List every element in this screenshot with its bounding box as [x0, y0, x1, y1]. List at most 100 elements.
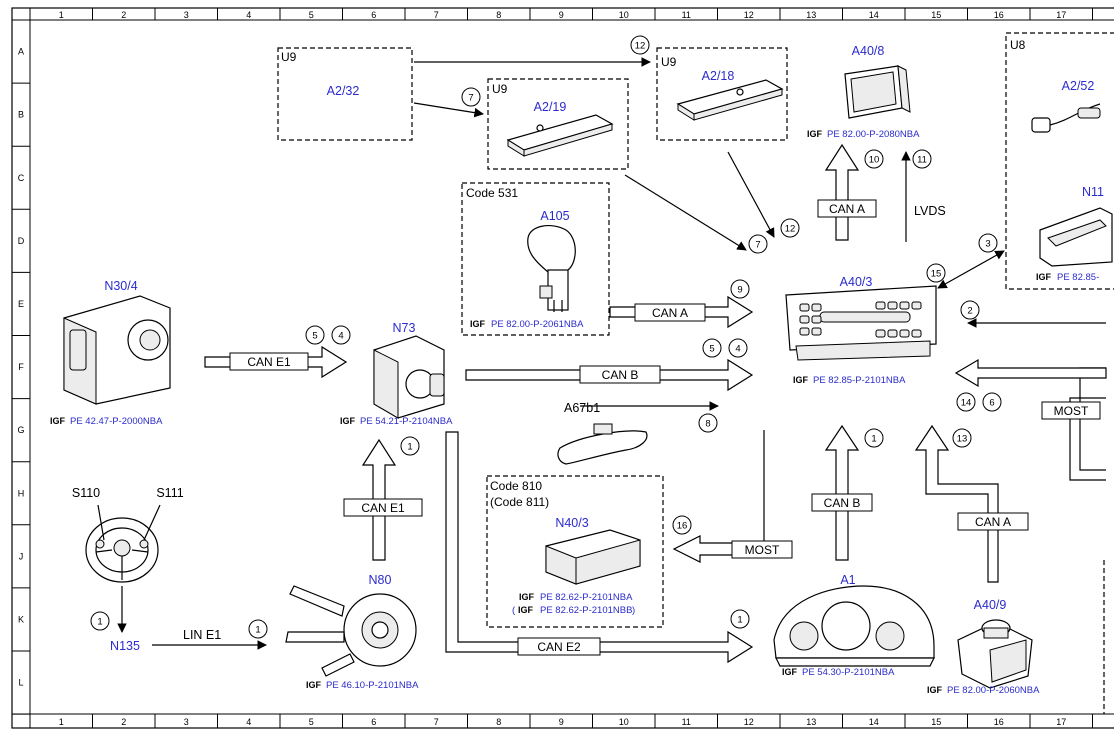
steering-wheel-drawing: [85, 504, 161, 583]
headunit-button: [811, 327, 822, 336]
callout-circle: [728, 338, 748, 358]
row-label: B: [18, 110, 24, 120]
callout-number: 1: [407, 442, 412, 453]
column-label-bottom: 13: [806, 717, 816, 727]
callout-number: 1: [255, 625, 260, 636]
a1-cluster-drawing: [773, 585, 935, 667]
ref-mark-a1: IGF: [782, 667, 798, 677]
block-label-u9-right: U9: [661, 55, 677, 69]
bus-label-can-a-mid: CAN A: [652, 306, 688, 320]
callout-circle: [912, 149, 932, 169]
ref-mark-a105: IGF: [470, 319, 486, 329]
n80-module-drawing: [285, 585, 417, 677]
ref-n40-3-b: PE 82.62-P-2101NBB: [540, 605, 632, 616]
ref-mark-n11: IGF: [1036, 272, 1052, 282]
ref-mark-a40-3: IGF: [793, 375, 809, 385]
callout-number: 13: [957, 434, 968, 445]
reference-labels: IGF PE 82.00-P-2080NBA IGF PE 82.00-P-20…: [50, 129, 1099, 696]
label-a1: A1: [840, 573, 855, 587]
callout-number: 11: [917, 155, 927, 166]
callout-circle: [748, 234, 768, 254]
a2-18-antenna-drawing: [676, 79, 784, 121]
bus-label-most-right: MOST: [1054, 404, 1089, 418]
column-label-top: 14: [869, 10, 879, 20]
headunit-button: [887, 301, 898, 310]
column-label-top: 6: [371, 10, 376, 20]
bus-label-can-b-top: CAN B: [602, 368, 639, 382]
column-label-bottom: 11: [682, 717, 691, 727]
row-label: G: [17, 425, 24, 435]
headunit-button: [911, 329, 922, 338]
block-label-code-531: Code 531: [466, 186, 518, 200]
label-n80: N80: [369, 573, 392, 587]
callout-circle: [702, 338, 722, 358]
link-a40-3-to-n11: [937, 250, 1005, 289]
column-label-top: 13: [806, 10, 816, 20]
ref-n40-3-a: PE 82.62-P-2101NBA: [540, 592, 633, 603]
callout-circle: [780, 218, 800, 238]
ref-mark-n73: IGF: [340, 416, 356, 426]
callout-circle: [400, 436, 420, 456]
box-code-810: [486, 475, 664, 628]
block-label-code-811: (Code 811): [490, 495, 549, 509]
option-boxes: U9 U9 U9 U8 Code 531 Code 810 (Code 811): [277, 32, 1114, 714]
callout-number: 1: [871, 434, 876, 445]
callout-circle: [461, 87, 481, 107]
box-u9-mid: [487, 78, 629, 170]
headunit-button: [899, 301, 910, 310]
bus-arrow-can-b-vert: [824, 424, 860, 561]
ref-n11: PE 82.85-: [1057, 272, 1099, 283]
a67b1-mirror-drawing: [557, 423, 648, 465]
column-ruler: 1122334455667788991010111112121313141415…: [59, 8, 1093, 728]
callout-number: 6: [989, 398, 994, 409]
callout-number: 5: [709, 344, 714, 355]
label-s110: S110: [72, 486, 100, 500]
label-a40-9: A40/9: [974, 598, 1007, 612]
callout-circle: [630, 35, 650, 55]
row-label: C: [18, 173, 25, 183]
column-label-bottom: 6: [371, 717, 376, 727]
box-u9-right: [656, 47, 788, 141]
callout-number: 4: [338, 331, 343, 342]
headunit-button: [811, 315, 822, 324]
box-code-531: [461, 182, 610, 336]
label-a67b1: A67b1: [564, 401, 600, 415]
column-label-top: 12: [744, 10, 754, 20]
column-label-top: 16: [994, 10, 1004, 20]
block-label-code-810: Code 810: [490, 479, 542, 493]
n40-3-amplifier-drawing: [545, 529, 641, 585]
component-labels: A2/32 A2/19 A2/18 A40/8 A2/52 N11 A105 A…: [72, 44, 1104, 653]
label-a2-18: A2/18: [702, 69, 735, 83]
row-label: K: [18, 614, 24, 624]
column-label-bottom: 9: [559, 717, 564, 727]
column-label-top: 3: [184, 10, 189, 20]
headunit-button: [799, 303, 810, 312]
column-label-bottom: 14: [869, 717, 879, 727]
n30-4-module-drawing: [63, 295, 171, 405]
callout-number: 2: [967, 306, 972, 317]
callout-circle: [730, 279, 750, 299]
label-a2-52: A2/52: [1062, 79, 1095, 93]
column-label-bottom: 4: [246, 717, 251, 727]
bus-label-can-e1-vert: CAN E1: [361, 501, 405, 515]
box-u8: [1005, 32, 1114, 290]
ref-mark-n40-3-b: IGF: [518, 605, 534, 615]
ref-a40-8: PE 82.00-P-2080NBA: [827, 129, 920, 140]
callout-circle: [331, 325, 351, 345]
column-label-bottom: 16: [994, 717, 1004, 727]
callout-number: 8: [705, 419, 710, 430]
ref-n40-3-b-open-paren: (: [512, 605, 516, 616]
callout-circle: [698, 413, 718, 433]
a2-52-cable-drawing: [1031, 103, 1101, 133]
headunit-button: [911, 301, 922, 310]
bus-label-lvds: LVDS: [914, 204, 946, 218]
column-label-top: 8: [496, 10, 501, 20]
callout-circle: [978, 233, 998, 253]
column-label-top: 4: [246, 10, 251, 20]
column-label-bottom: 5: [309, 717, 314, 727]
column-label-bottom: 15: [931, 717, 941, 727]
label-a40-8: A40/8: [852, 44, 885, 58]
